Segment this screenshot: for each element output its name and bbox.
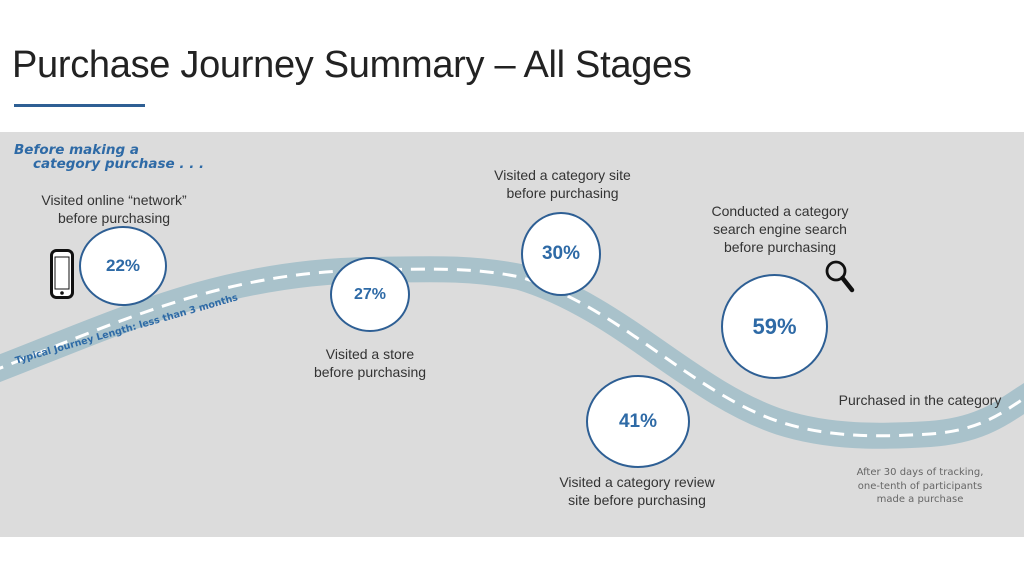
stage-search-value: 59% [721, 274, 828, 379]
stage-review-label: Visited a category review site before pu… [542, 473, 732, 509]
outcome-note-line: After 30 days of tracking, [856, 467, 984, 478]
outcome-label: Purchased in the category [830, 391, 1010, 409]
stage-store-label-line: Visited a store [325, 346, 415, 362]
stage-network-label-line: before purchasing [57, 210, 171, 226]
stage-site-label: Visited a category site before purchasin… [470, 166, 655, 202]
stage-review-label-line: site before purchasing [568, 492, 706, 508]
stage-search-label-line: before purchasing [723, 239, 837, 255]
stage-search-label-line: Conducted a category [711, 203, 849, 219]
journey-panel: Before making a category purchase . . . … [0, 132, 1024, 537]
page-title: Purchase Journey Summary – All Stages [12, 44, 692, 86]
stage-review-value: 41% [586, 375, 690, 468]
stage-search-label-line: search engine search [713, 221, 847, 237]
stage-review-label-line: Visited a category review [559, 474, 715, 490]
stage-site-value: 30% [521, 212, 601, 296]
outcome-note: After 30 days of tracking, one-tenth of … [830, 466, 1010, 507]
stage-site-label-line: Visited a category site [494, 167, 631, 183]
intro-line-1: Before making a [14, 142, 139, 158]
stage-network-value: 22% [79, 226, 167, 306]
title-underline [14, 104, 145, 107]
magnifier-icon [824, 259, 856, 300]
stage-store-label: Visited a store before purchasing [280, 345, 460, 381]
road-centerline [0, 267, 1024, 438]
journey-road [0, 256, 1024, 449]
intro-line-2: category purchase . . . [33, 156, 205, 172]
stage-site-label-line: before purchasing [506, 185, 619, 201]
outcome-note-line: one-tenth of participants [857, 480, 983, 492]
stage-search-label: Conducted a category search engine searc… [685, 202, 875, 256]
stage-network-label: Visited online “network” before purchasi… [24, 191, 204, 227]
stage-network-label-line: Visited online “network” [41, 192, 187, 208]
outcome-note-line: made a purchase [876, 494, 964, 505]
smartphone-icon [50, 249, 74, 304]
stage-store-label-line: before purchasing [313, 364, 427, 380]
outcome-label-line: Purchased in the category [838, 392, 1002, 408]
stage-store-value: 27% [330, 257, 410, 332]
